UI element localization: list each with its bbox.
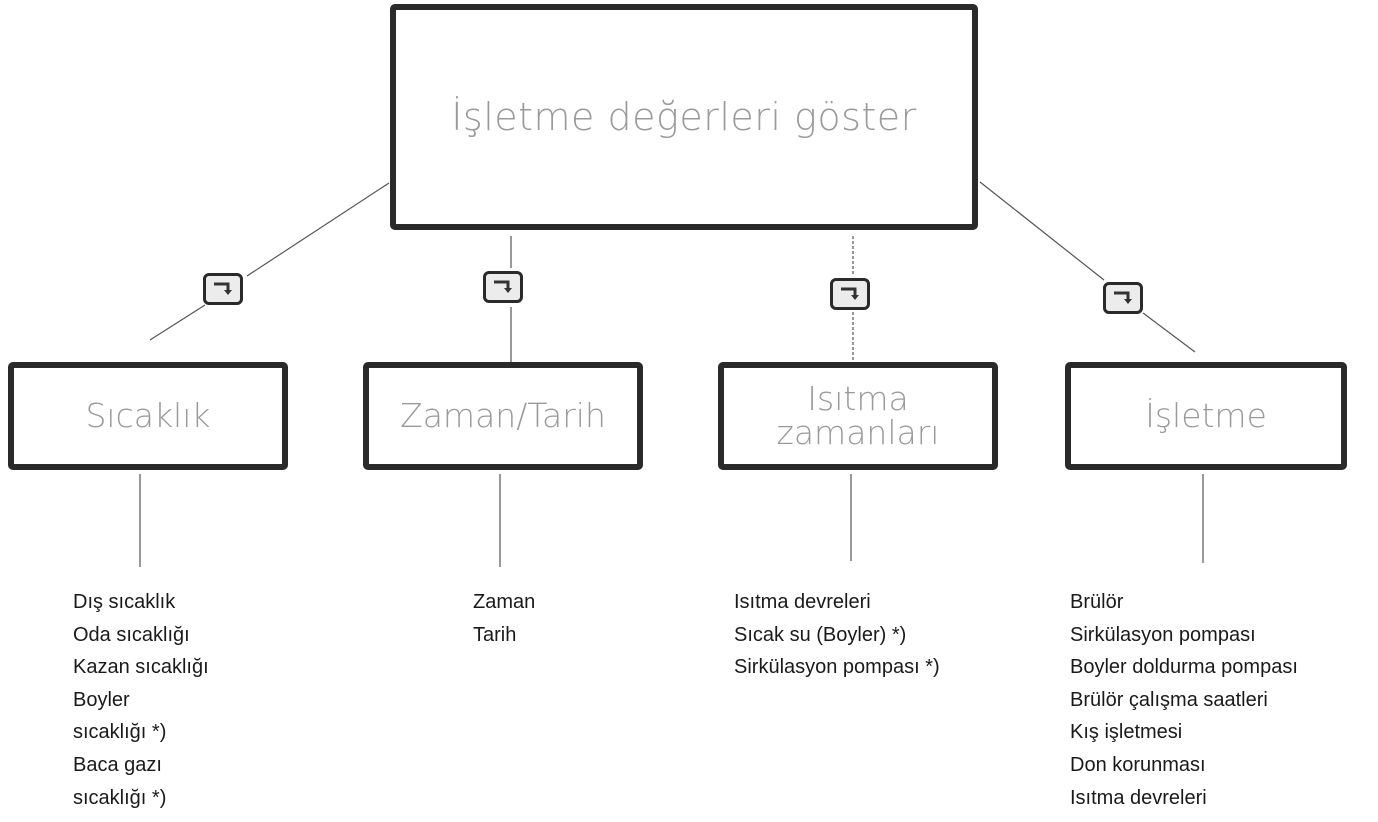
- list-item: Tarih: [473, 623, 517, 646]
- list-item: Sıcak su (Boyler) *): [734, 623, 907, 646]
- list-item: Boyler: [73, 688, 130, 711]
- root-label: İşletme değerleri göster: [451, 95, 917, 139]
- item-list-zaman-tarih: Zaman Tarih: [473, 586, 535, 651]
- category-label: Isıtma zamanları: [777, 382, 940, 450]
- connector-root-sicaklik: [246, 182, 390, 277]
- connector-root-isletme: [979, 181, 1105, 281]
- list-item: Brülör çalışma saatleri: [1070, 688, 1268, 711]
- list-item: Isıtma devreleri: [1070, 786, 1207, 809]
- enter-key-icon[interactable]: [203, 273, 243, 305]
- list-item: Boyler doldurma pompası: [1070, 656, 1298, 679]
- category-box-zaman-tarih: Zaman/Tarih: [363, 362, 643, 470]
- category-box-sicaklik: Sıcaklık: [8, 362, 288, 470]
- list-item: sıcaklığı *): [73, 786, 167, 809]
- list-item: Sirkülasyon pompası: [1070, 623, 1256, 646]
- category-label: Zaman/Tarih: [400, 396, 606, 435]
- list-item: Brülör: [1070, 591, 1124, 613]
- list-item: Dış sıcaklık: [73, 591, 176, 613]
- list-item: Kış işletmesi: [1070, 721, 1183, 744]
- list-item: Oda sıcaklığı: [73, 623, 190, 646]
- enter-key-icon[interactable]: [1103, 282, 1143, 314]
- category-label: İşletme: [1145, 396, 1267, 435]
- enter-key-icon[interactable]: [830, 278, 870, 310]
- category-label-line: zamanları: [776, 413, 940, 452]
- connector-key-sicaklik: [149, 304, 206, 341]
- category-box-isletme: İşletme: [1065, 362, 1347, 470]
- list-item: Kazan sıcaklığı: [73, 656, 209, 679]
- item-list-sicaklik: Dış sıcaklık Oda sıcaklığı Kazan sıcaklı…: [73, 586, 209, 814]
- list-item: sıcaklığı *): [73, 721, 167, 744]
- enter-key-icon[interactable]: [483, 271, 523, 303]
- category-label: Sıcaklık: [85, 396, 211, 435]
- root-box: İşletme değerleri göster: [390, 4, 978, 230]
- list-item: Baca gazı: [73, 753, 162, 776]
- category-label-line: Isıtma: [807, 379, 909, 418]
- item-list-isletme: Brülör Sirkülasyon pompası Boyler doldur…: [1070, 586, 1298, 814]
- category-box-isitma-zamanlari: Isıtma zamanları: [718, 362, 998, 470]
- connector-key-isletme: [1142, 312, 1196, 353]
- item-list-isitma-zamanlari: Isıtma devreleri Sıcak su (Boyler) *) Si…: [734, 586, 940, 684]
- list-item: Sirkülasyon pompası *): [734, 656, 940, 679]
- list-item: Don korunması: [1070, 753, 1206, 776]
- list-item: Isıtma devreleri: [734, 591, 871, 613]
- list-item: Zaman: [473, 591, 536, 613]
